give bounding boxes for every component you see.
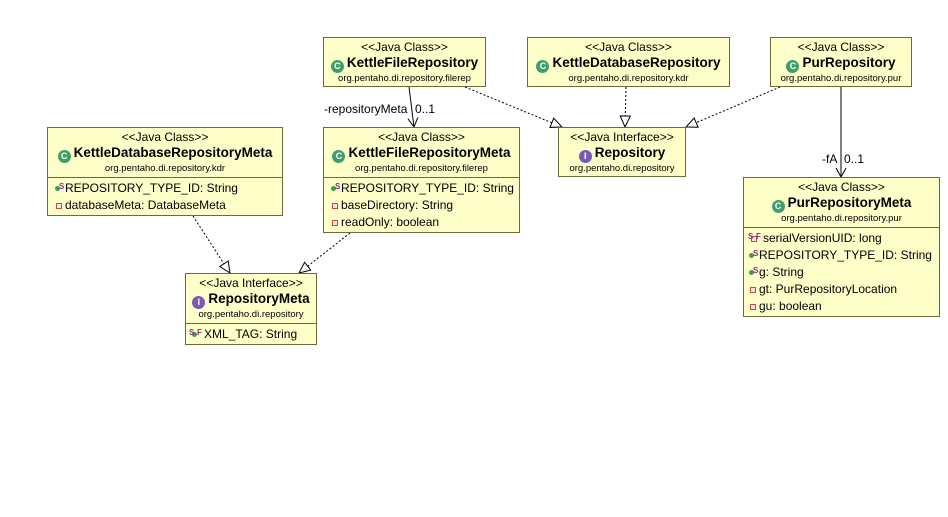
package-label: org.pentaho.di.repository.filerep	[355, 163, 488, 174]
class-name: KettleDatabaseRepository	[552, 55, 721, 70]
class-icon: C	[330, 60, 344, 73]
stereotype-label: <<Java Class>>	[378, 130, 465, 144]
attribute-row: readOnly: boolean	[330, 214, 519, 231]
public-static-icon: S	[748, 267, 758, 277]
stereotype-label: <<Java Class>>	[585, 40, 672, 54]
stereotype-label: <<Java Class>>	[121, 130, 209, 144]
package-label: org.pentaho.di.repository.pur	[780, 73, 902, 84]
stereotype-label: <<Java Interface>>	[199, 276, 303, 290]
class-icon: C	[786, 60, 800, 73]
class-name: KettleFileRepository	[346, 55, 479, 70]
private-field-icon	[330, 217, 340, 227]
attribute-row: gt: PurRepositoryLocation	[748, 281, 939, 298]
package-label: org.pentaho.di.repository.kdr	[568, 73, 689, 84]
association-repository-meta	[407, 86, 419, 129]
realization-kettle-database-repository-meta	[192, 215, 231, 275]
interface-icon: I	[192, 296, 206, 309]
public-static-icon: S	[54, 183, 64, 193]
interface-name: RepositoryMeta	[208, 291, 310, 306]
stereotype-label: <<Java Class>>	[361, 40, 448, 54]
class-icon: C	[536, 60, 550, 73]
association-role-label: -fA	[822, 152, 838, 166]
public-static-icon: S	[748, 250, 758, 260]
class-icon: C	[57, 150, 71, 163]
class-icon: C	[771, 200, 785, 213]
package-label: org.pentaho.di.repository.filerep	[338, 73, 471, 84]
private-field-icon	[330, 200, 340, 210]
realization-kettle-database-repository	[619, 86, 632, 129]
stereotype-label: <<Java Class>>	[797, 40, 885, 54]
package-label: org.pentaho.di.repository	[569, 163, 675, 174]
private-field-icon	[748, 284, 758, 294]
class-name: KettleDatabaseRepositoryMeta	[73, 145, 273, 160]
package-label: org.pentaho.di.repository.kdr	[104, 163, 226, 174]
private-field-icon	[748, 301, 758, 311]
public-static-icon: S	[330, 183, 340, 193]
attribute-row: databaseMeta: DatabaseMeta	[54, 197, 282, 214]
association-multiplicity-label: 0..1	[844, 152, 865, 166]
realization-kettle-file-repository	[464, 86, 564, 128]
class-name: KettleFileRepositoryMeta	[348, 145, 511, 160]
interface-icon: I	[578, 150, 592, 163]
attribute-row: baseDirectory: String	[330, 197, 519, 214]
attribute-row: gu: boolean	[748, 298, 939, 315]
class-name: PurRepositoryMeta	[787, 195, 912, 210]
stereotype-label: <<Java Interface>>	[570, 130, 674, 144]
association-role-label: -repositoryMeta	[324, 102, 408, 116]
association-multiplicity-label: 0..1	[415, 102, 436, 116]
private-field-icon	[54, 200, 64, 210]
stereotype-label: <<Java Class>>	[798, 180, 885, 194]
class-icon: C	[332, 150, 346, 163]
package-label: org.pentaho.di.repository	[198, 309, 304, 320]
realization-pur-repository	[684, 86, 781, 128]
realization-kettle-file-repository-meta	[298, 232, 351, 274]
class-name: PurRepository	[802, 55, 896, 70]
package-label: org.pentaho.di.repository.pur	[781, 213, 902, 224]
interface-name: Repository	[594, 145, 666, 160]
